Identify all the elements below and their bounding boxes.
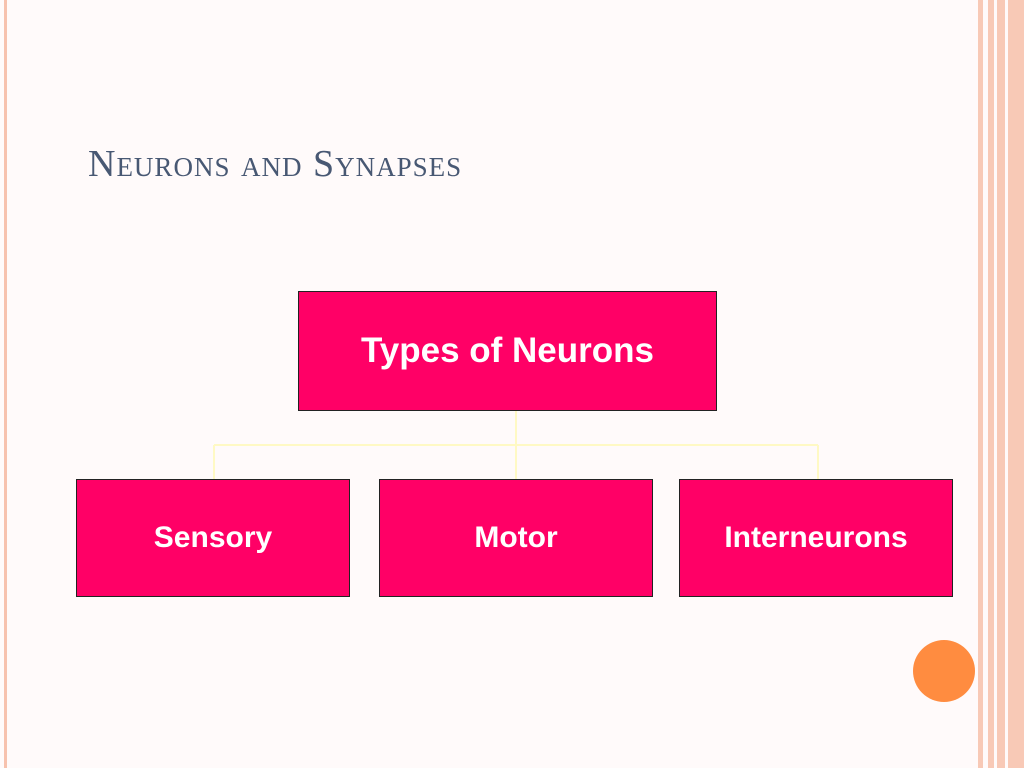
node-interneurons: Interneurons (679, 479, 953, 597)
right-stripe-decoration (978, 0, 983, 768)
node-label: Interneurons (724, 521, 908, 554)
slide-title: Neurons and Synapses (88, 143, 463, 185)
node-motor: Motor (379, 479, 653, 597)
right-stripe-decoration (997, 0, 1005, 768)
node-sensory: Sensory (76, 479, 350, 597)
orange-circle-decoration (913, 640, 975, 702)
node-label: Sensory (153, 521, 273, 554)
node-types-of-neurons: Types of Neurons (298, 291, 717, 411)
node-label: Motor (474, 521, 558, 554)
node-label: Types of Neurons (360, 331, 654, 370)
left-border-decoration (4, 0, 7, 768)
right-stripe-decoration (1008, 0, 1024, 768)
right-stripe-decoration (988, 0, 994, 768)
